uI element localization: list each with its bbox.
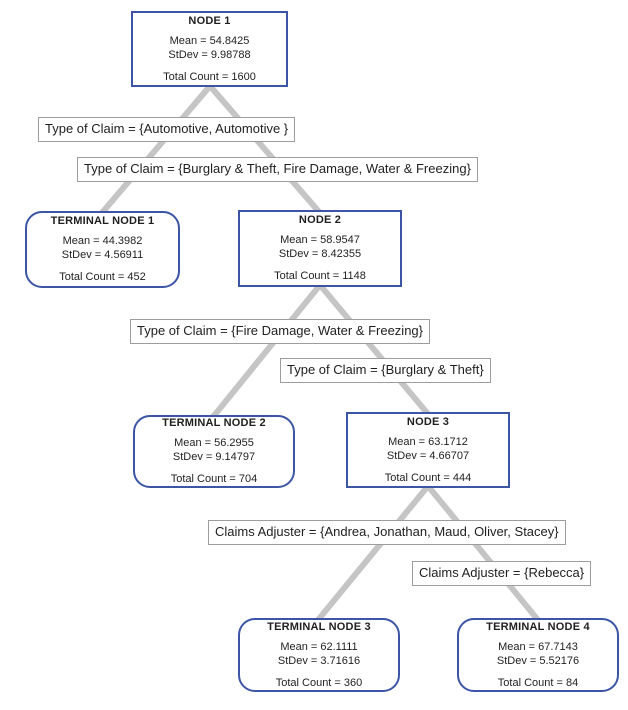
node-title: NODE 3 <box>406 415 450 428</box>
node-stdev: StDev = 9.14797 <box>172 451 256 463</box>
split-label-adjuster-rebecca: Claims Adjuster = {Rebecca} <box>412 561 592 586</box>
node-mean: Mean = 63.1712 <box>388 435 468 448</box>
node-stdev: StDev = 4.66707 <box>386 449 470 462</box>
tree-node-2[interactable]: NODE 2 Mean = 58.9547 StDev = 8.42355 To… <box>238 210 402 287</box>
edge-line-node3-terminal3 <box>315 484 431 622</box>
node-total-count: Total Count = 704 <box>170 473 258 485</box>
edge-line-node1-terminal1 <box>98 84 213 216</box>
node-stdev: StDev = 3.71616 <box>277 654 361 667</box>
node-stdev: StDev = 9.98788 <box>168 48 251 61</box>
node-total-count: Total Count = 444 <box>384 471 472 484</box>
edge-line-node3-terminal4 <box>425 484 541 622</box>
node-title: TERMINAL NODE 1 <box>50 215 155 227</box>
node-stdev: StDev = 4.56911 <box>61 249 144 261</box>
node-total-count: Total Count = 1148 <box>274 270 366 282</box>
terminal-node-1[interactable]: TERMINAL NODE 1 Mean = 44.3982 StDev = 4… <box>25 211 180 288</box>
terminal-node-3[interactable]: TERMINAL NODE 3 Mean = 62.1111 StDev = 3… <box>238 618 400 692</box>
node-title: NODE 1 <box>188 14 231 27</box>
node-mean: Mean = 56.2955 <box>174 437 254 449</box>
node-title: TERMINAL NODE 4 <box>486 620 590 633</box>
split-label-fire-water: Type of Claim = {Fire Damage, Water & Fr… <box>130 319 430 344</box>
node-title: TERMINAL NODE 2 <box>162 417 266 429</box>
split-label-burglary-fire-water: Type of Claim = {Burglary & Theft, Fire … <box>77 157 478 182</box>
node-stdev: StDev = 5.52176 <box>496 654 580 667</box>
node-total-count: Total Count = 360 <box>275 676 363 689</box>
terminal-node-4[interactable]: TERMINAL NODE 4 Mean = 67.7143 StDev = 5… <box>457 618 619 692</box>
edge-line-node2-terminal2 <box>210 283 323 419</box>
node-mean: Mean = 58.9547 <box>280 234 360 246</box>
node-mean: Mean = 54.8425 <box>169 34 250 47</box>
edge-line-node1-node2 <box>207 84 323 215</box>
node-total-count: Total Count = 84 <box>497 676 579 689</box>
node-mean: Mean = 44.3982 <box>62 235 143 247</box>
node-total-count: Total Count = 1600 <box>163 70 256 83</box>
edge-line-node2-node3 <box>317 283 431 416</box>
split-label-burglary-theft: Type of Claim = {Burglary & Theft} <box>280 358 491 383</box>
terminal-node-2[interactable]: TERMINAL NODE 2 Mean = 56.2955 StDev = 9… <box>133 415 295 488</box>
tree-node-3[interactable]: NODE 3 Mean = 63.1712 StDev = 4.66707 To… <box>346 412 510 488</box>
node-stdev: StDev = 8.42355 <box>278 248 362 260</box>
split-label-adjusters-group: Claims Adjuster = {Andrea, Jonathan, Mau… <box>208 520 566 545</box>
node-mean: Mean = 62.1111 <box>280 640 358 653</box>
split-label-automotive: Type of Claim = {Automotive, Automotive … <box>38 117 296 142</box>
node-title: TERMINAL NODE 3 <box>267 620 371 633</box>
node-total-count: Total Count = 452 <box>59 271 146 283</box>
node-title: NODE 2 <box>298 214 342 226</box>
node-mean: Mean = 67.7143 <box>498 640 578 653</box>
tree-node-1[interactable]: NODE 1 Mean = 54.8425 StDev = 9.98788 To… <box>131 11 288 87</box>
